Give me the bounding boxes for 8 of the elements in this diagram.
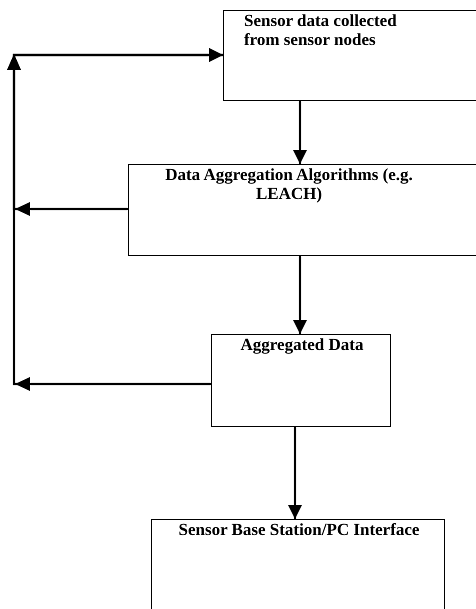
process-box — [211, 334, 391, 427]
process-box — [223, 10, 476, 101]
process-box — [151, 519, 445, 609]
box-label: Aggregated Data — [240, 335, 364, 354]
box-label: Data Aggregation Algorithms (e.g. LEACH) — [164, 165, 414, 203]
box-label: Sensor data collected from sensor nodes — [244, 11, 398, 49]
process-box — [128, 164, 476, 256]
box-label: Sensor Base Station/PC Interface — [178, 520, 420, 539]
